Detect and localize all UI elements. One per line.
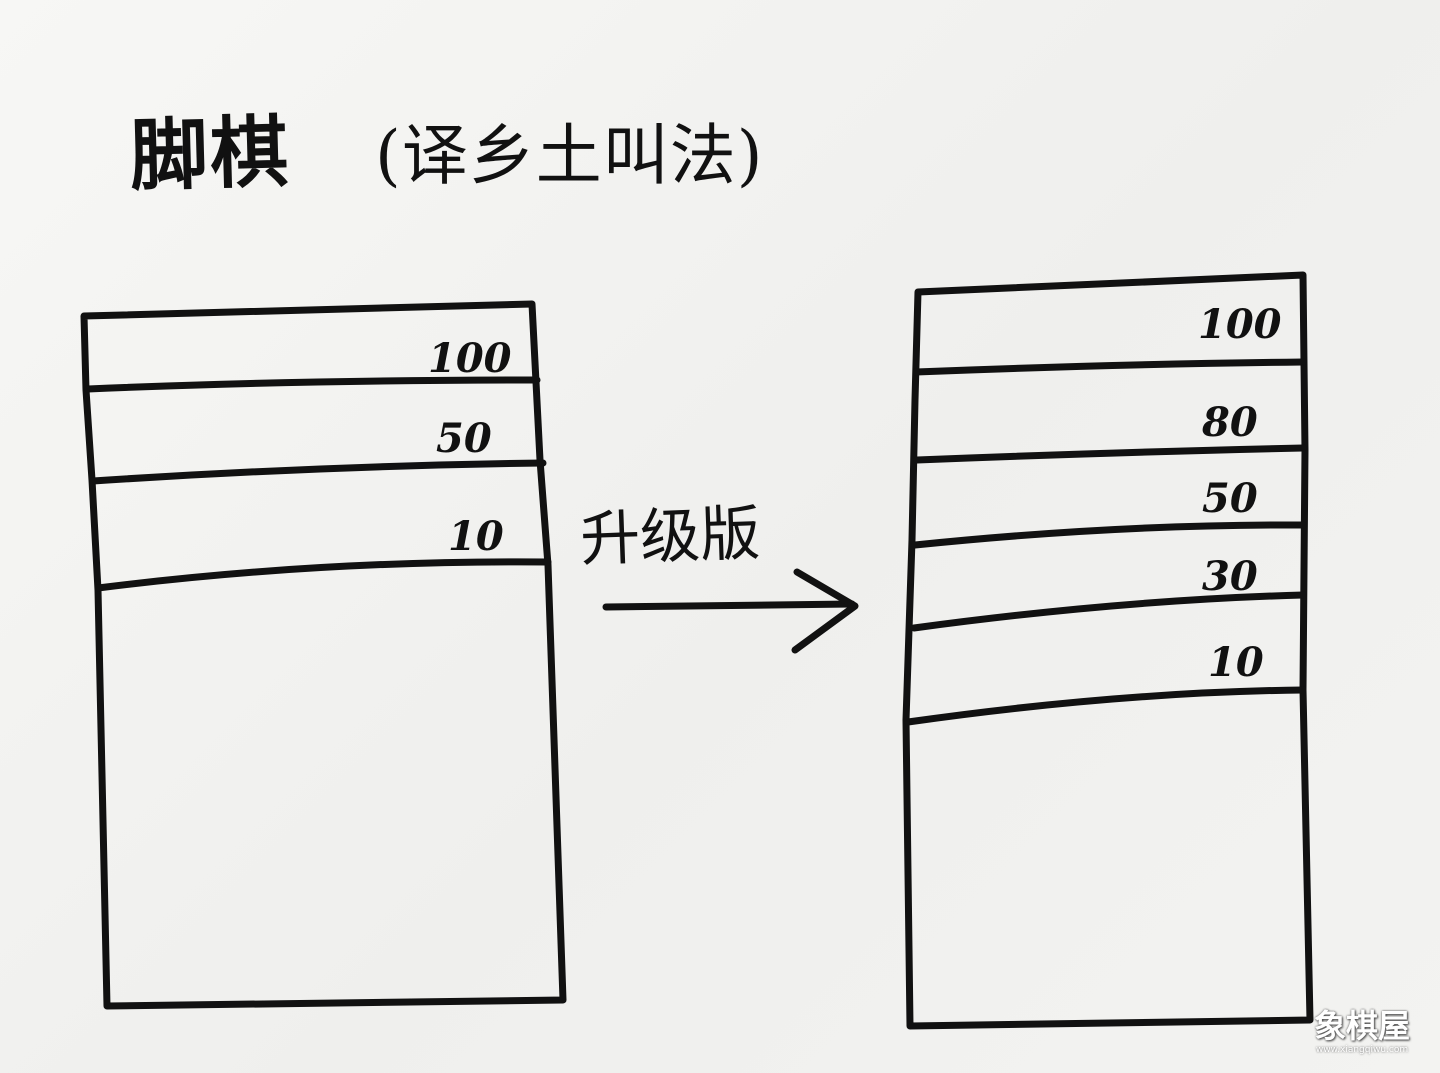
right-board-divider [913,444,1307,464]
right-level-label: 100 [1198,301,1282,348]
upgrade-arrow-shaft [602,600,856,611]
left-board-divider [89,459,547,485]
left-level-label: 50 [436,415,492,462]
upgrade-arrow-head [791,568,859,654]
arrow-label: 升级版 [579,498,762,576]
right-board-divider [912,358,1307,376]
left-level-label: 10 [448,513,504,560]
left-board-outline [80,300,567,1010]
right-level-label: 50 [1202,475,1258,522]
right-level-label: 10 [1208,639,1264,686]
right-board-divider [910,591,1307,632]
right-board-divider [911,521,1307,549]
watermark-url: www.xiangqiwu.com [1315,1045,1409,1055]
left-board-divider [84,376,541,393]
watermark-name: 象棋屋 [1313,1007,1410,1045]
left-board-divider [94,558,552,592]
right-board-divider [904,686,1307,726]
left-level-label: 100 [428,335,512,382]
right-level-label: 80 [1201,399,1258,446]
watermark-logo: 象棋屋 www.xiangqiwu.com [1300,1008,1424,1066]
diagram-subtitle: (译乡土叫法) [375,117,764,194]
right-level-label: 30 [1202,553,1258,600]
